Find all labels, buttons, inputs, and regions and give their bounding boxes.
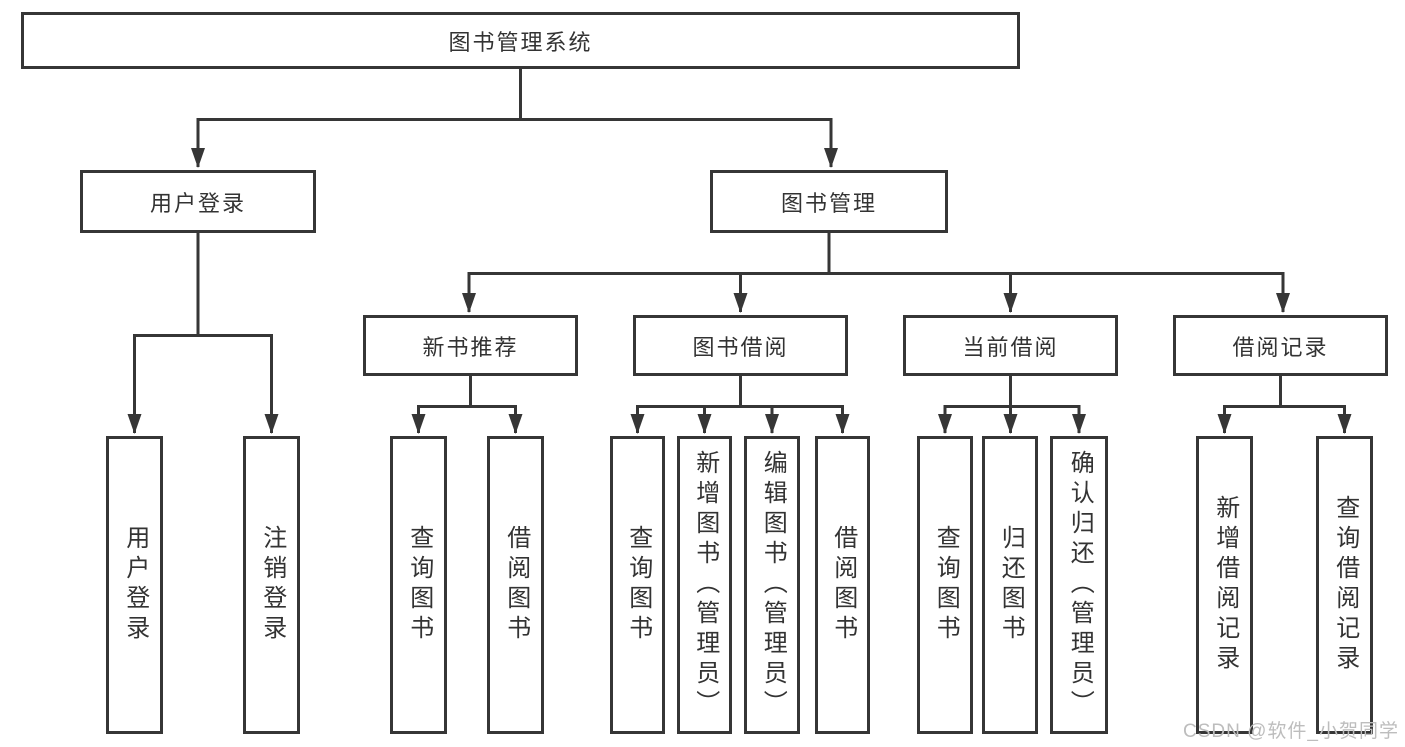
connector-book-borrow-children xyxy=(630,376,850,434)
connector-new-book-recommend-children xyxy=(411,376,523,434)
leaf-add-books-admin-label: 新增图书（管理员） xyxy=(691,450,719,720)
connector-root-to-level2 xyxy=(191,69,838,168)
leaf-query-books-current: 查询图书 xyxy=(917,436,973,734)
leaf-user-login-label: 用户登录 xyxy=(121,525,149,645)
leaf-add-books-admin: 新增图书（管理员） xyxy=(677,436,732,734)
connector-book-management-children xyxy=(462,233,1290,313)
connector-user-login-children xyxy=(127,233,279,434)
leaf-confirm-return-admin-label: 确认归还（管理员） xyxy=(1066,450,1094,720)
leaf-query-books-current-label: 查询图书 xyxy=(932,525,960,645)
leaf-query-borrow-record: 查询借阅记录 xyxy=(1316,436,1373,734)
leaf-borrow-books-recommend-label: 借阅图书 xyxy=(502,525,530,645)
leaf-add-borrow-record: 新增借阅记录 xyxy=(1196,436,1253,734)
node-borrow-records-label: 借阅记录 xyxy=(1232,334,1329,360)
leaf-borrow-books-recommend: 借阅图书 xyxy=(487,436,544,734)
leaf-add-borrow-record-label: 新增借阅记录 xyxy=(1211,495,1239,675)
leaf-edit-books-admin-label: 编辑图书（管理员） xyxy=(759,450,787,720)
leaf-query-books-recommend-label: 查询图书 xyxy=(405,525,433,645)
connector-current-borrow-children xyxy=(938,376,1086,434)
csdn-watermark: CSDN @软件_小贺同学 xyxy=(1183,721,1399,742)
node-root: 图书管理系统 xyxy=(21,12,1020,69)
leaf-query-books-recommend: 查询图书 xyxy=(390,436,447,734)
leaf-borrow-books-label: 借阅图书 xyxy=(829,525,857,645)
node-book-management: 图书管理 xyxy=(710,170,948,233)
leaf-return-books: 归还图书 xyxy=(982,436,1038,734)
leaf-borrow-books: 借阅图书 xyxy=(815,436,870,734)
node-current-borrow-label: 当前借阅 xyxy=(962,334,1059,360)
leaf-logout: 注销登录 xyxy=(243,436,300,734)
node-book-management-label: 图书管理 xyxy=(780,190,877,216)
leaf-return-books-label: 归还图书 xyxy=(997,525,1025,645)
leaf-query-borrow-record-label: 查询借阅记录 xyxy=(1331,495,1359,675)
node-new-book-recommend-label: 新书推荐 xyxy=(422,334,519,360)
node-book-borrow-label: 图书借阅 xyxy=(692,334,789,360)
node-borrow-records: 借阅记录 xyxy=(1173,315,1388,376)
node-book-borrow: 图书借阅 xyxy=(633,315,848,376)
leaf-logout-label: 注销登录 xyxy=(258,525,286,645)
connector-borrow-records-children xyxy=(1217,376,1352,434)
node-user-login-label: 用户登录 xyxy=(149,190,246,216)
node-user-login: 用户登录 xyxy=(80,170,316,233)
leaf-confirm-return-admin: 确认归还（管理员） xyxy=(1050,436,1108,734)
leaf-edit-books-admin: 编辑图书（管理员） xyxy=(744,436,800,734)
node-root-label: 图书管理系统 xyxy=(448,29,593,55)
leaf-query-books-borrow-label: 查询图书 xyxy=(624,525,652,645)
leaf-user-login: 用户登录 xyxy=(106,436,163,734)
leaf-query-books-borrow: 查询图书 xyxy=(610,436,665,734)
node-current-borrow: 当前借阅 xyxy=(903,315,1118,376)
node-new-book-recommend: 新书推荐 xyxy=(363,315,578,376)
